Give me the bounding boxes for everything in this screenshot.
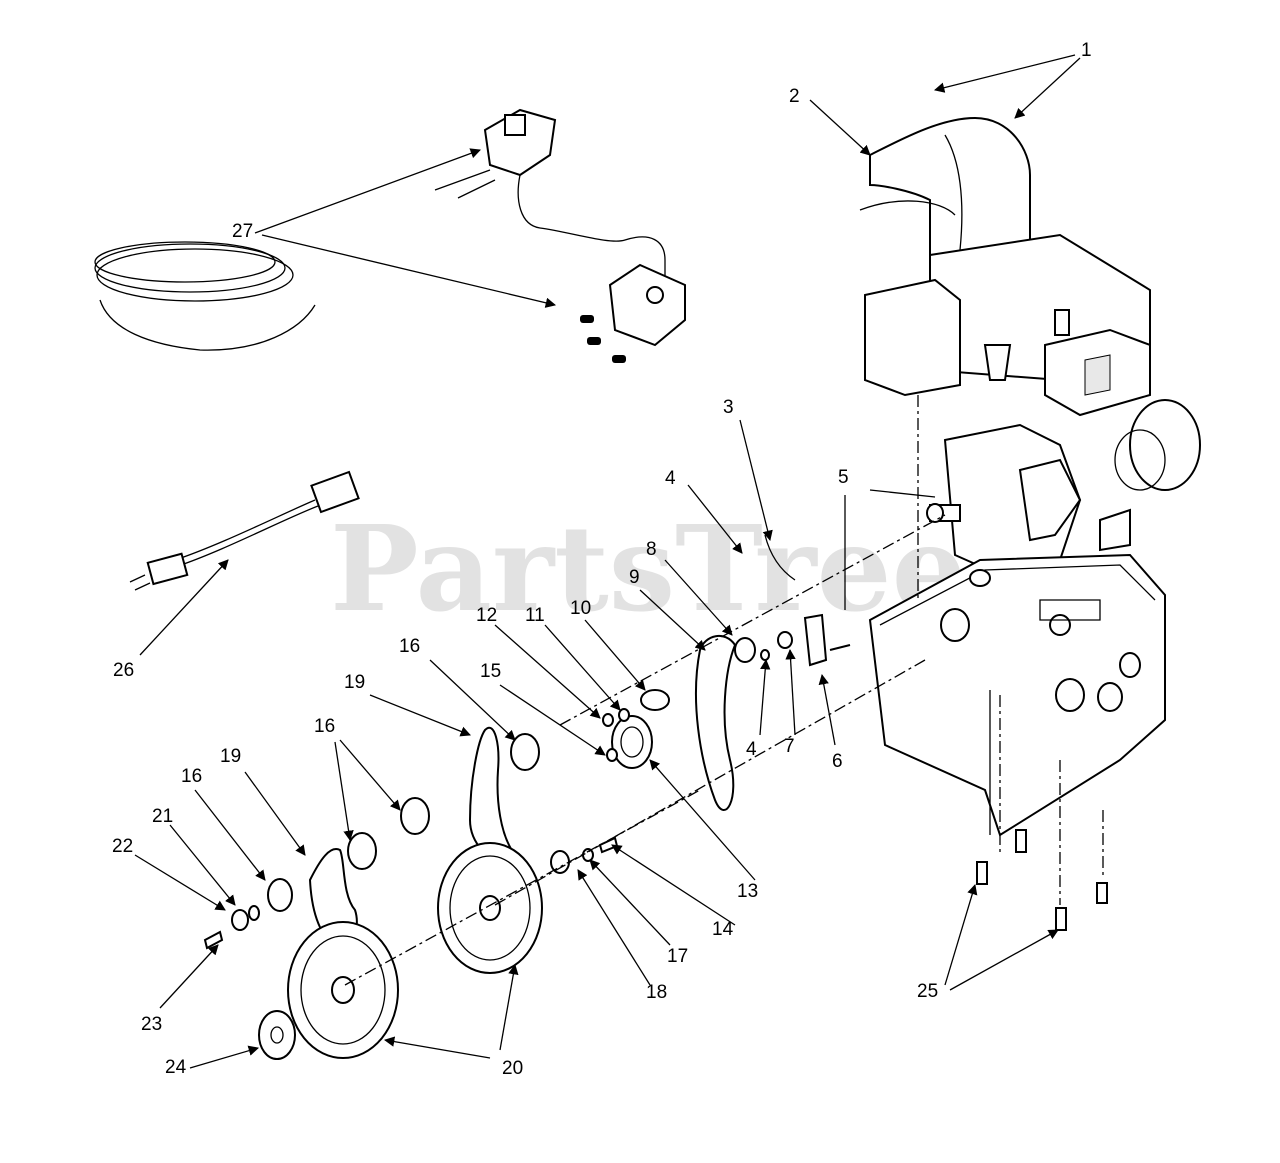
air-filter-box — [864, 278, 961, 397]
callout-1: 1 — [1081, 40, 1092, 61]
belt-drive-assembly — [203, 514, 946, 1060]
callout-9: 9 — [629, 567, 640, 588]
callout-4-bottom: 4 — [746, 739, 757, 760]
electric-starter-assembly-part-27 — [434, 108, 686, 363]
callout-16-b: 16 — [314, 716, 335, 737]
callout-27: 27 — [232, 221, 253, 242]
callout-16-c: 16 — [181, 766, 202, 787]
engine-assembly — [859, 116, 1201, 931]
callout-5: 5 — [838, 467, 849, 488]
pulley-part-24 — [258, 1010, 296, 1060]
callout-15: 15 — [480, 661, 501, 682]
callout-labels: 1 2 3 4 5 8 9 10 11 12 15 16 19 16 19 16… — [112, 40, 1092, 1079]
callout-23: 23 — [141, 1014, 162, 1035]
callout-2: 2 — [789, 86, 800, 107]
callout-21: 21 — [152, 806, 173, 827]
callout-25: 25 — [917, 981, 938, 1002]
leader-lines — [134, 54, 1081, 1069]
callout-19-a: 19 — [344, 672, 365, 693]
callout-7: 7 — [784, 736, 795, 757]
belt-cover-part-2 — [869, 116, 1031, 268]
power-cord-part-26 — [94, 241, 360, 591]
partstree-watermark: PartsTree — [330, 499, 967, 638]
callout-3: 3 — [723, 397, 734, 418]
callout-20: 20 — [502, 1058, 523, 1079]
callout-26: 26 — [113, 660, 134, 681]
callout-16-a: 16 — [399, 636, 420, 657]
callout-14: 14 — [712, 919, 734, 940]
callout-17: 17 — [667, 946, 688, 967]
callout-19-b: 19 — [220, 746, 241, 767]
callout-12: 12 — [476, 605, 497, 626]
callout-10: 10 — [570, 598, 591, 619]
bolt-part-25 — [976, 829, 1108, 931]
callout-4-top: 4 — [665, 468, 676, 489]
callout-24: 24 — [165, 1057, 187, 1078]
callout-18: 18 — [646, 982, 667, 1003]
callout-6: 6 — [832, 751, 843, 772]
callout-11: 11 — [525, 605, 545, 626]
callout-8: 8 — [646, 539, 657, 560]
v-belt-part-9 — [695, 635, 737, 811]
callout-13: 13 — [737, 881, 758, 902]
callout-22: 22 — [112, 836, 133, 857]
